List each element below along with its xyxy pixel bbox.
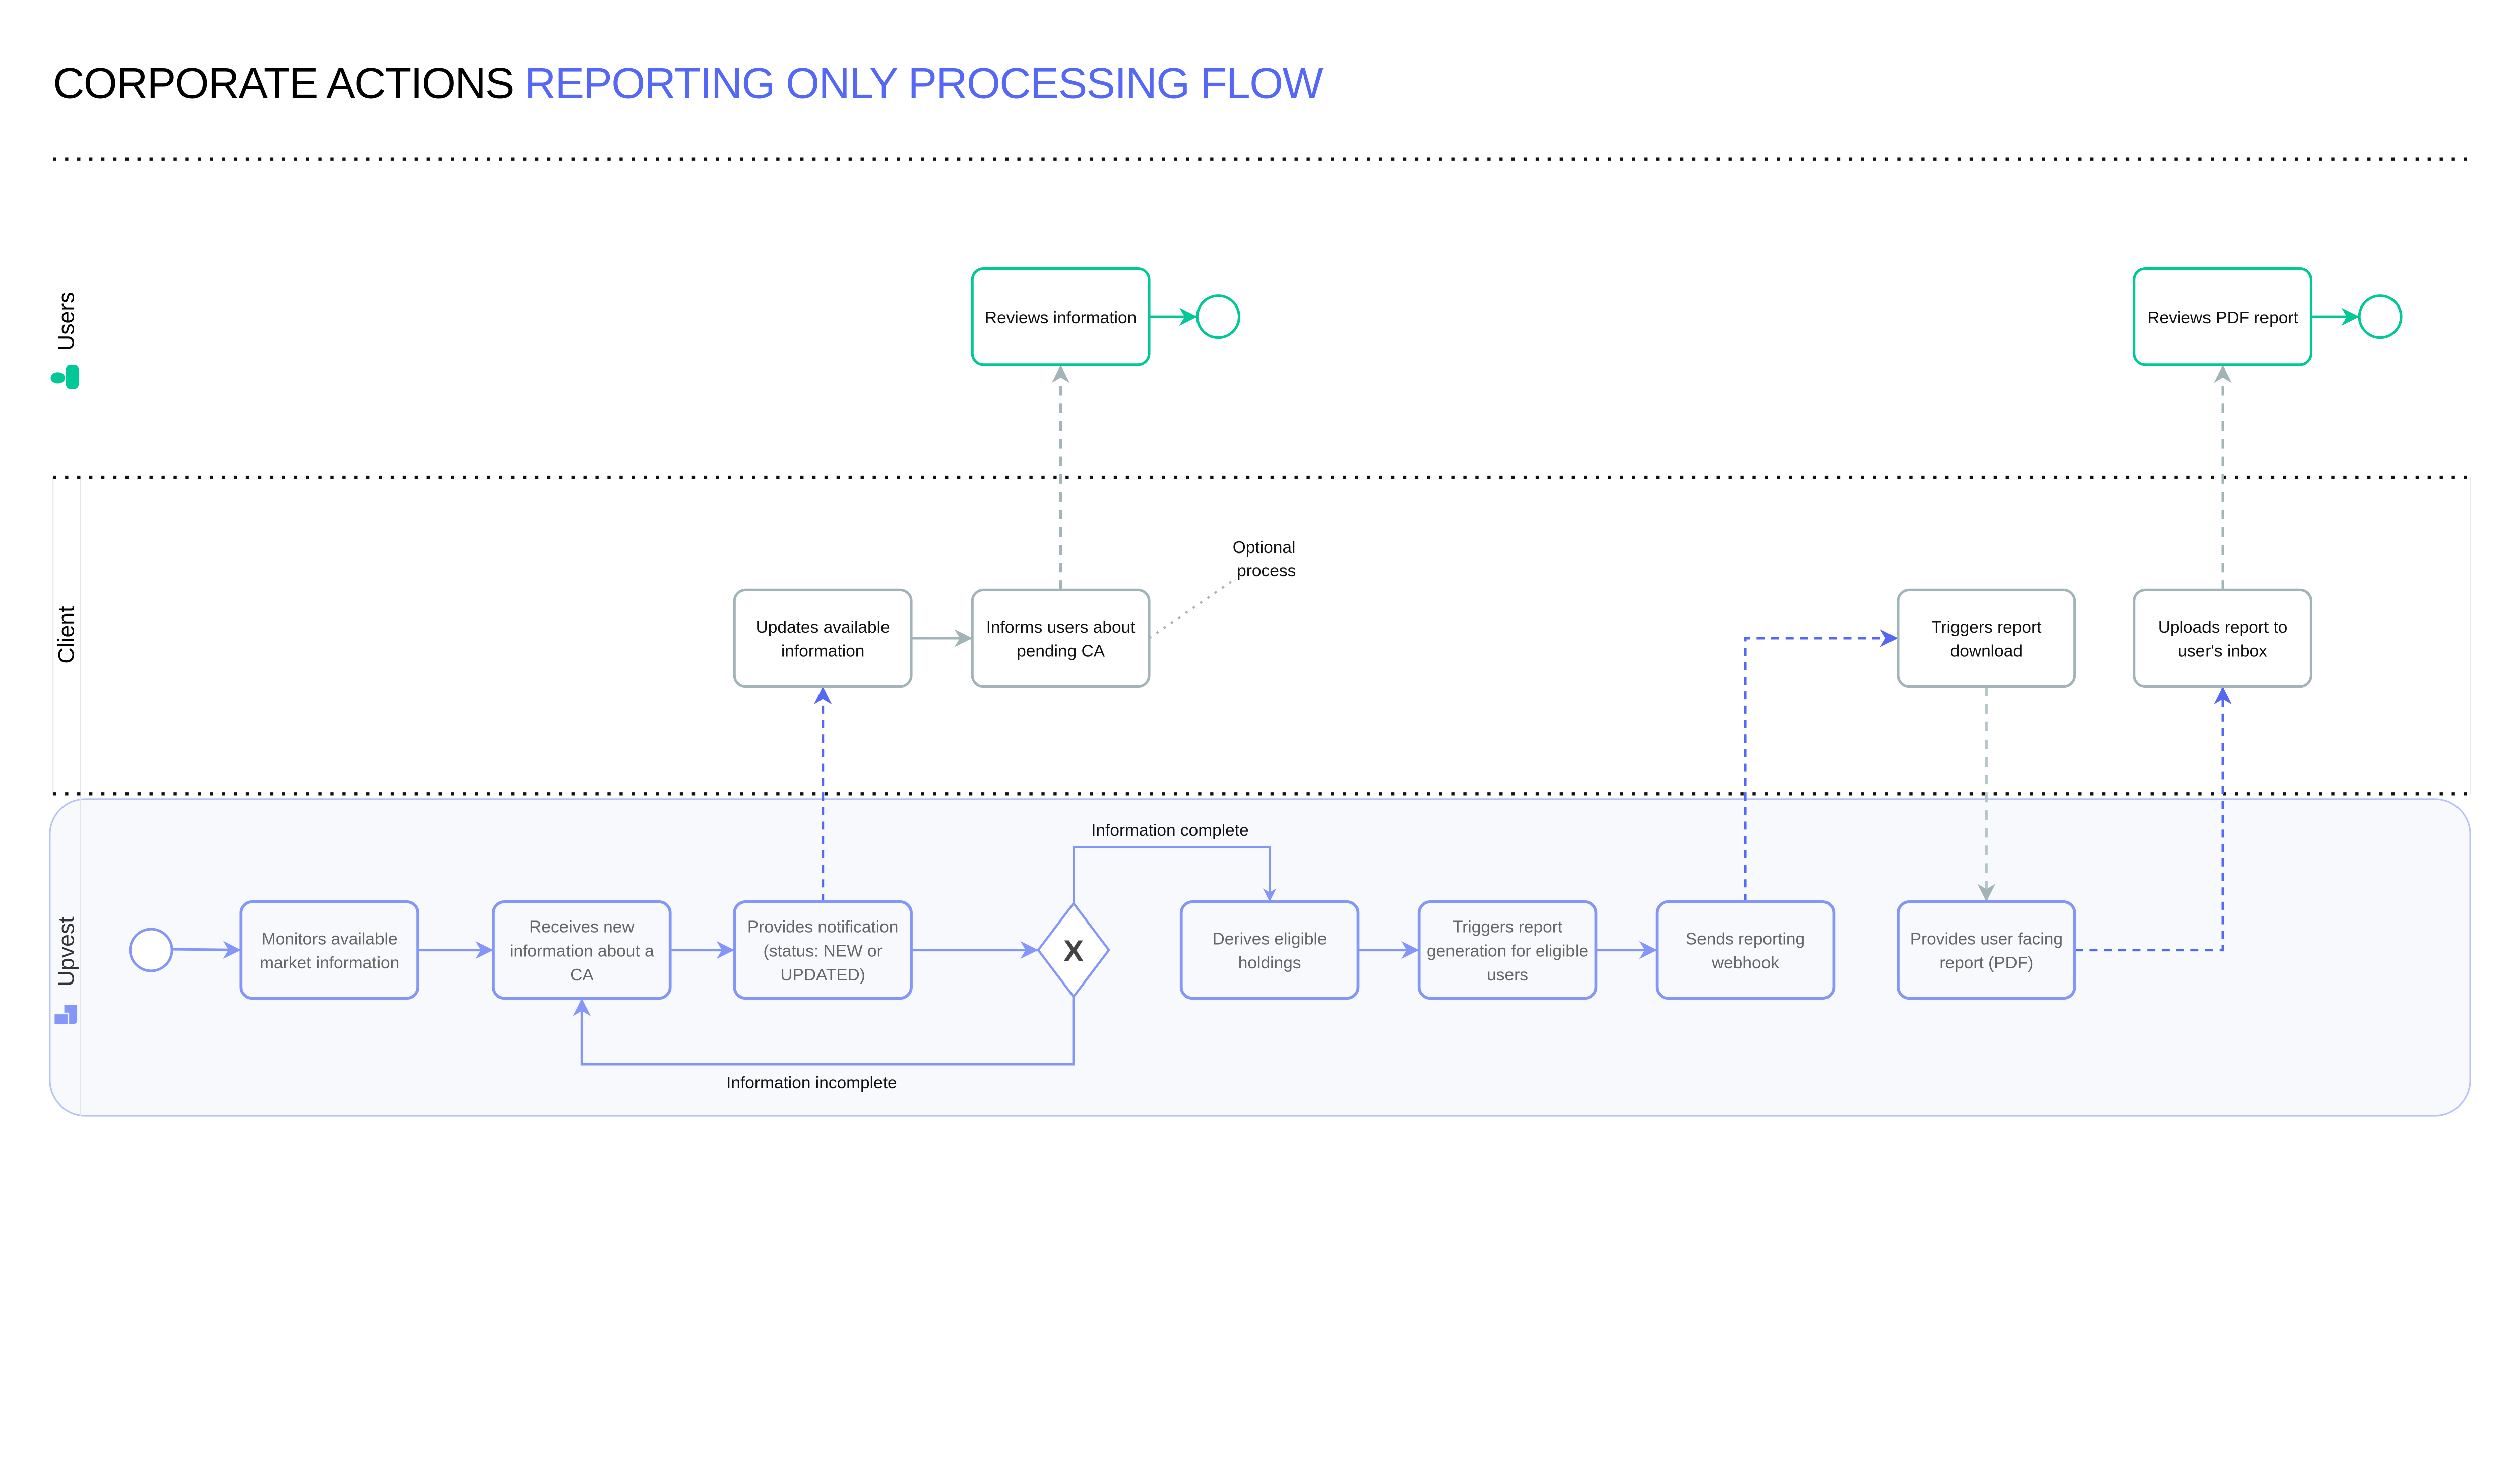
- task-label-line: Reviews PDF report: [2147, 309, 2298, 327]
- exclusive-gateway[interactable]: X: [1037, 901, 1111, 999]
- title-part2: REPORTING ONLY PROCESSING FLOW: [525, 59, 1324, 108]
- task-box: [971, 267, 1151, 366]
- task-label-line: Provides user facing: [1910, 930, 2063, 948]
- message-webhook-to-download: [1744, 629, 1898, 902]
- lane-label-client: Client: [54, 606, 79, 664]
- task-derives-eligible-holdings[interactable]: Derives eligible holdings: [1179, 900, 1360, 1000]
- task-label: Updates available information: [756, 618, 890, 661]
- task-label-line: Sends reporting: [1686, 930, 1805, 948]
- task-provides-user-report[interactable]: Provides user facing report (PDF): [1897, 900, 2076, 1000]
- task-box: [1417, 900, 1598, 1000]
- task-label: Reviews PDF report: [2147, 309, 2298, 327]
- task-reviews-information[interactable]: Reviews information: [971, 267, 1151, 366]
- task-receives-new-information[interactable]: Receives new information about a CA: [492, 900, 672, 1000]
- task-label-line: Reviews information: [985, 309, 1137, 327]
- task-provides-notification[interactable]: Provides notification (status: NEW or UPDA…: [733, 900, 913, 1000]
- task-box: [2133, 267, 2313, 366]
- user-icon: [50, 364, 79, 389]
- task-label: Provides user facing report (PDF): [1910, 930, 2063, 972]
- task-label: Receives new information about a CA: [510, 917, 654, 985]
- task-triggers-report-generation[interactable]: Triggers report generation for eligible us…: [1417, 900, 1598, 1000]
- task-label: Triggers report download: [1931, 618, 2042, 661]
- task-box: [239, 900, 419, 1000]
- task-label-line: Monitors available: [262, 930, 398, 948]
- task-label-line: Triggers report: [1931, 618, 2042, 637]
- end-event[interactable]: [1196, 294, 1241, 339]
- task-label: Provides notification (status: NEW or UPDA…: [747, 917, 899, 985]
- task-label-line: report (PDF): [1939, 954, 2033, 972]
- task-label-line: information: [781, 642, 865, 661]
- upvest-logo-icon: [54, 1004, 78, 1024]
- task-label-line: Updates available: [756, 618, 890, 637]
- task-label-line: Receives new: [529, 917, 635, 936]
- annotation-optional-process: Optional process: [1233, 538, 1300, 580]
- task-label: Reviews information: [985, 309, 1137, 327]
- end-event[interactable]: [2358, 294, 2403, 339]
- task-box: [971, 588, 1151, 688]
- annotation-connector: [1148, 581, 1232, 639]
- task-label-line: pending CA: [1017, 642, 1105, 661]
- task-box: [492, 900, 672, 1000]
- task-label: Informs users about pending CA: [986, 618, 1136, 661]
- task-triggers-report-download[interactable]: Triggers report download: [1897, 588, 2076, 688]
- task-label: Sends reporting webhook: [1686, 930, 1805, 972]
- task-updates-available-information[interactable]: Updates available information: [733, 588, 913, 688]
- task-label-line: users: [1487, 966, 1528, 985]
- annotation-line: Optional: [1233, 538, 1296, 557]
- task-label-line: Provides notification: [747, 917, 899, 936]
- task-box: [2133, 588, 2313, 688]
- task-label-line: Triggers report: [1453, 917, 1563, 936]
- task-reviews-pdf-report[interactable]: Reviews PDF report: [2133, 267, 2313, 366]
- task-box: [1897, 588, 2076, 688]
- task-box: [1179, 900, 1360, 1000]
- gateway-symbol: X: [1063, 934, 1084, 968]
- task-box: [733, 900, 913, 1000]
- task-label-line: Derives eligible: [1213, 930, 1327, 948]
- task-label-line: user's inbox: [2178, 642, 2267, 661]
- task-uploads-report-inbox[interactable]: Uploads report to user's inbox: [2133, 588, 2313, 688]
- message-report-to-uploads: [2074, 686, 2232, 952]
- task-label-line: generation for eligible: [1427, 942, 1588, 960]
- flow-information-complete: [1073, 846, 1277, 904]
- task-label: Triggers report generation for eligible us…: [1427, 917, 1588, 985]
- task-label-line: Informs users about: [986, 618, 1136, 637]
- label-information-incomplete: Information incomplete: [726, 1074, 897, 1092]
- task-label-line: market information: [260, 954, 399, 972]
- task-label: Monitors available market information: [260, 930, 399, 972]
- task-monitors-market-information[interactable]: Monitors available market information: [239, 900, 419, 1000]
- task-informs-users-pending-ca[interactable]: Informs users about pending CA: [971, 588, 1151, 688]
- lane-label-users: Users: [54, 292, 79, 351]
- task-label-line: webhook: [1711, 954, 1779, 972]
- task-label: Uploads report to user's inbox: [2158, 618, 2288, 661]
- task-box: [733, 588, 913, 688]
- task-label-line: (status: NEW or: [764, 942, 883, 960]
- lane-label-upvest: Upvest: [54, 916, 79, 987]
- task-label: Derives eligible holdings: [1213, 930, 1327, 972]
- task-box: [1897, 900, 2076, 1000]
- title-part1: CORPORATE ACTIONS: [53, 59, 514, 108]
- task-label-line: CA: [570, 966, 594, 985]
- task-label-line: holdings: [1238, 954, 1301, 972]
- task-label-line: Uploads report to: [2158, 618, 2288, 637]
- task-label-line: information about a: [510, 942, 654, 960]
- flow-information-incomplete: [573, 997, 1075, 1066]
- task-box: [1655, 900, 1836, 1000]
- start-event[interactable]: [129, 928, 173, 972]
- task-label-line: download: [1950, 642, 2023, 661]
- task-label-line: UPDATED): [780, 966, 865, 985]
- annotation-line: process: [1237, 562, 1296, 580]
- flow-start-to-monitors: [172, 941, 241, 959]
- label-information-complete: Information complete: [1091, 821, 1249, 840]
- task-sends-reporting-webhook[interactable]: Sends reporting webhook: [1655, 900, 1836, 1000]
